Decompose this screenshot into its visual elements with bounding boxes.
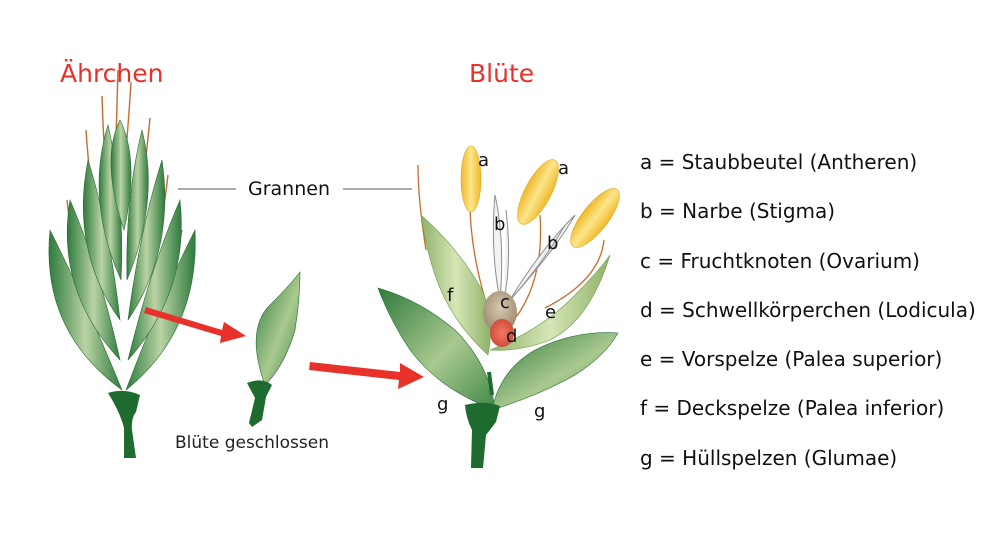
lodicule bbox=[490, 319, 514, 347]
closed-flower-label: Blüte geschlossen bbox=[175, 433, 329, 453]
legend-item-g: g = Hüllspelzen (Glumae) bbox=[640, 445, 898, 470]
anthers bbox=[460, 145, 620, 248]
awns-label: Grannen bbox=[248, 178, 330, 200]
legend-item-f: f = Deckspelze (Palea inferior) bbox=[640, 396, 945, 421]
legend: a = Staubbeutel (Antheren) b = Narbe (St… bbox=[640, 150, 976, 495]
legend-item-b: b = Narbe (Stigma) bbox=[640, 199, 836, 224]
letter-glume-1: g bbox=[437, 394, 449, 415]
spikelet bbox=[48, 69, 196, 458]
flower-stem bbox=[465, 402, 500, 468]
palea bbox=[489, 254, 611, 351]
letter-palea: e bbox=[545, 302, 557, 323]
legend-item-c: c = Fruchtknoten (Ovarium) bbox=[640, 248, 920, 273]
letter-lemma: f bbox=[447, 285, 454, 306]
arrow-spikelet-to-closed bbox=[144, 307, 246, 343]
title-flower: Blüte bbox=[469, 59, 535, 88]
spikelet-stem bbox=[108, 390, 140, 458]
open-flower bbox=[377, 145, 620, 468]
letter-lodicule: d bbox=[506, 326, 518, 347]
title-spikelet: Ährchen bbox=[60, 59, 164, 88]
legend-item-d: d = Schwellkörperchen (Lodicula) bbox=[640, 297, 976, 322]
letter-stigma-1: b bbox=[494, 214, 506, 235]
glume-left bbox=[377, 287, 496, 411]
filaments bbox=[417, 164, 605, 331]
letter-stigma-2: b bbox=[547, 233, 559, 254]
letter-glume-2: g bbox=[534, 401, 546, 422]
closed-flower bbox=[247, 271, 301, 427]
legend-item-a: a = Staubbeutel (Antheren) bbox=[640, 150, 918, 174]
legend-item-e: e = Vorspelze (Palea superior) bbox=[640, 347, 943, 372]
letter-anther-2: a bbox=[558, 158, 570, 179]
letter-anther-1: a bbox=[478, 150, 490, 171]
spikelet-florets bbox=[48, 119, 196, 391]
arrow-closed-to-flower bbox=[309, 362, 424, 389]
letter-ovary: c bbox=[500, 292, 510, 313]
glume-right bbox=[491, 332, 619, 411]
